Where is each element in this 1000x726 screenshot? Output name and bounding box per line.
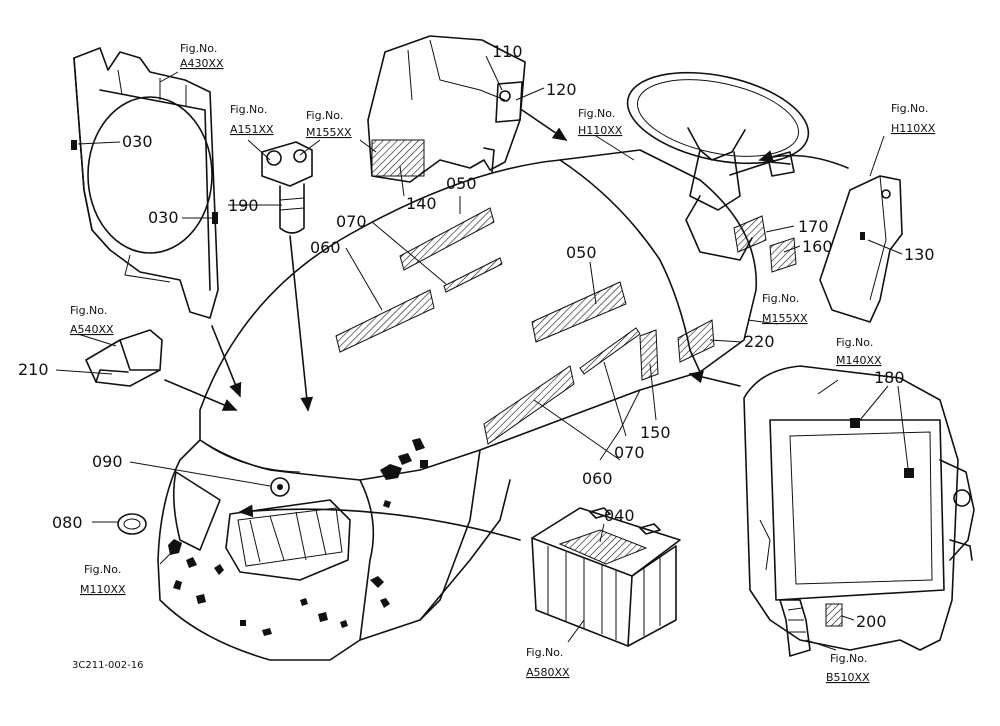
callout-130: 130 xyxy=(904,245,935,264)
callout-050-upper: 050 xyxy=(446,174,477,193)
fig-title-b510: Fig.No. xyxy=(830,652,867,665)
fig-code-h110-steer: H110XX xyxy=(578,124,623,137)
callout-080: 080 xyxy=(52,513,83,532)
assembly-arrows xyxy=(164,109,849,541)
fig-title-a580: Fig.No. xyxy=(526,646,563,659)
callout-120: 120 xyxy=(546,80,577,99)
callout-040: 040 xyxy=(604,506,635,525)
rear-frame-panel xyxy=(743,365,975,657)
callout-190: 190 xyxy=(228,196,259,215)
fig-code-h110-right: H110XX xyxy=(891,122,936,135)
callout-220: 220 xyxy=(744,332,775,351)
callout-060-lower: 060 xyxy=(582,469,613,488)
callout-110: 110 xyxy=(492,42,523,61)
callout-030-lower: 030 xyxy=(148,208,179,227)
radiator-grille-part xyxy=(71,47,219,319)
callout-140: 140 xyxy=(406,194,437,213)
callout-200: 200 xyxy=(856,612,887,631)
fig-code-m155-side: M155XX xyxy=(762,312,808,325)
fig-title-a151: Fig.No. xyxy=(230,103,267,116)
callout-090: 090 xyxy=(92,452,123,471)
steering-wheel-part xyxy=(626,71,810,261)
callout-070-lower: 070 xyxy=(614,443,645,462)
figure-refs: Fig.No. A430XX Fig.No. A151XX Fig.No. M1… xyxy=(70,42,936,684)
fig-code-a540: A540XX xyxy=(70,323,114,336)
fig-title-a430: Fig.No. xyxy=(180,42,217,55)
callout-070-upper: 070 xyxy=(336,212,367,231)
callout-060-upper: 060 xyxy=(310,238,341,257)
hood-body xyxy=(157,149,797,661)
fig-code-a430: A430XX xyxy=(180,57,224,70)
callout-170: 170 xyxy=(798,217,829,236)
fig-code-a580: A580XX xyxy=(526,666,570,679)
callout-150: 150 xyxy=(640,423,671,442)
right-column-panel xyxy=(819,175,903,323)
fig-title-a540: Fig.No. xyxy=(70,304,107,317)
fig-code-a151: A151XX xyxy=(230,123,274,136)
fig-title-m155-top: Fig.No. xyxy=(306,109,343,122)
callout-030-upper: 030 xyxy=(122,132,153,151)
fig-title-m110: Fig.No. xyxy=(84,563,121,576)
battery-part xyxy=(531,507,681,647)
callout-050-lower: 050 xyxy=(566,243,597,262)
bracket-part xyxy=(85,329,163,387)
fig-title-m155-side: Fig.No. xyxy=(762,292,799,305)
callouts: 030 030 190 110 120 140 050 070 060 050 … xyxy=(18,42,935,631)
fig-code-m155-top: M155XX xyxy=(306,126,352,139)
callout-160: 160 xyxy=(802,237,833,256)
fig-code-m110: M110XX xyxy=(80,583,126,596)
fig-code-m140: M140XX xyxy=(836,354,882,367)
callout-210: 210 xyxy=(18,360,49,379)
fig-title-m140: Fig.No. xyxy=(836,336,873,349)
fig-title-h110-right: Fig.No. xyxy=(891,102,928,115)
leader-lines xyxy=(55,55,909,651)
side-cover-panel xyxy=(367,35,526,183)
callout-180: 180 xyxy=(874,368,905,387)
fig-code-b510: B510XX xyxy=(826,671,870,684)
drawing-code: 3C211-002-16 xyxy=(72,660,143,671)
fuel-filter-part xyxy=(261,141,313,234)
fig-title-h110-steer: Fig.No. xyxy=(578,107,615,120)
ring-part-080 xyxy=(117,513,147,535)
